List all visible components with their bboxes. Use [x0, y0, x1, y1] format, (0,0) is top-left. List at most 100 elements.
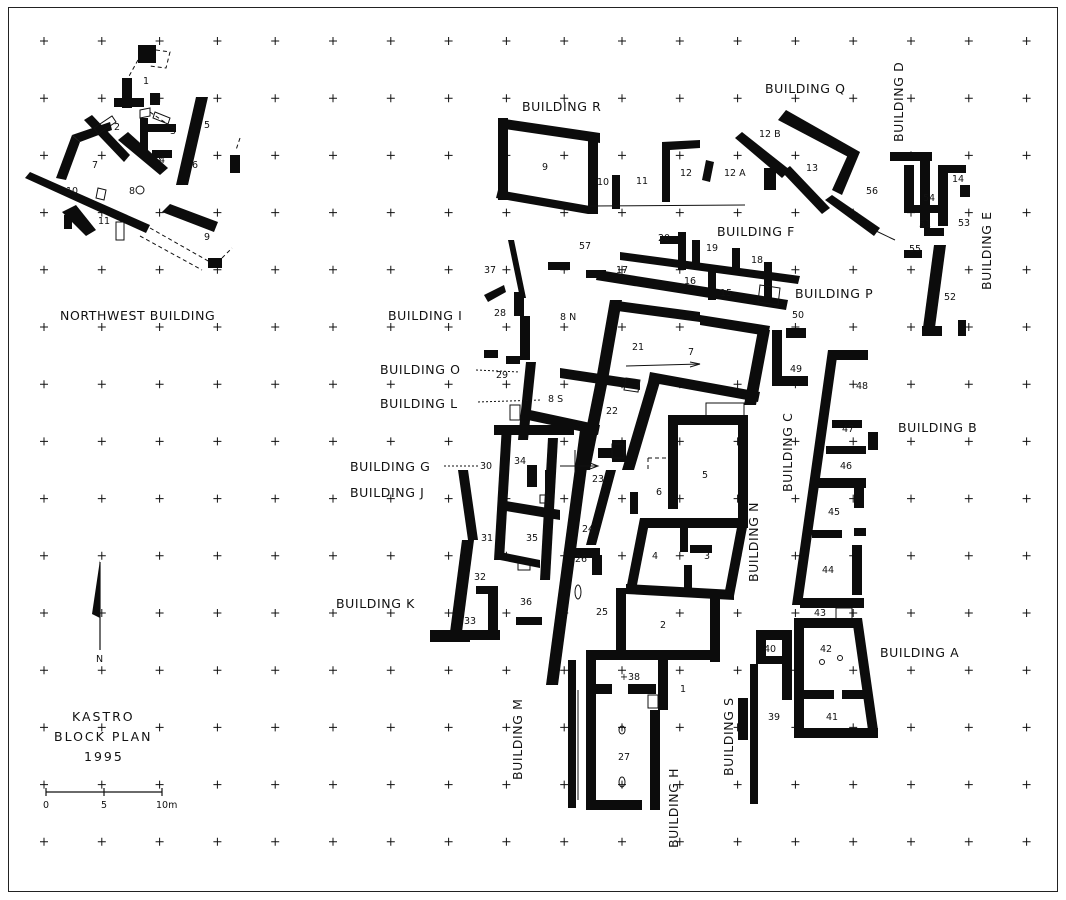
- grid-cross: [618, 323, 626, 331]
- grid-cross: [271, 437, 280, 446]
- grid-cross: [733, 609, 742, 617]
- grid-cross: [675, 208, 684, 217]
- grid-cross: [386, 666, 395, 675]
- grid-cross: [675, 551, 684, 560]
- grid-cross: [40, 837, 48, 846]
- grid-cross: [271, 609, 280, 617]
- grid-cross: [329, 437, 337, 446]
- room-39: 39: [768, 712, 780, 723]
- grid-cross: [560, 380, 569, 389]
- grid-cross: [964, 551, 973, 560]
- grid-cross: [271, 494, 280, 503]
- grid-cross: [213, 323, 222, 331]
- grid-cross: [791, 494, 800, 503]
- grid-cross: [907, 380, 915, 389]
- grid-cross: [849, 37, 858, 45]
- grid-cross: [502, 323, 511, 331]
- grid-cross: [444, 37, 453, 45]
- grid-cross: [675, 666, 684, 675]
- room-5: 5: [702, 470, 708, 481]
- grid-cross: [444, 437, 453, 446]
- grid-cross: [155, 37, 164, 45]
- grid-cross: [618, 551, 626, 560]
- grid-cross: [386, 837, 395, 846]
- grid-cross: [560, 723, 569, 732]
- room-24: 24: [582, 524, 594, 535]
- grid-cross: [791, 780, 800, 789]
- grid-cross: [964, 780, 973, 789]
- room-51: 51: [919, 219, 931, 230]
- grid-cross: [849, 666, 858, 675]
- room-23: 23: [592, 474, 604, 485]
- label-building-a: BUILDING A: [880, 645, 959, 660]
- grid-cross: [1022, 666, 1031, 675]
- scale-bar: 0 5 10m: [43, 788, 177, 811]
- grid-cross: [97, 37, 106, 45]
- room-8s: 8 S: [548, 394, 563, 405]
- room-20: 20: [658, 233, 670, 244]
- grid-cross: [213, 723, 222, 732]
- room-40: 40: [764, 644, 776, 655]
- scale-tick-10m: 10m: [156, 800, 177, 811]
- grid-cross: [502, 723, 511, 732]
- grid-cross: [155, 723, 164, 732]
- grid-cross: [733, 780, 742, 789]
- grid-cross: [386, 208, 395, 217]
- grid-cross: [907, 609, 915, 617]
- room-49: 49: [790, 364, 802, 375]
- grid-cross: [791, 837, 800, 846]
- grid-cross: [1022, 208, 1031, 217]
- grid-cross: [155, 265, 164, 274]
- grid-cross: [907, 265, 915, 274]
- room-15: 15: [720, 288, 732, 299]
- grid-cross: [675, 151, 684, 160]
- grid-cross: [964, 151, 973, 160]
- grid-cross: [964, 37, 973, 45]
- grid-cross: [444, 265, 453, 274]
- grid-cross: [675, 94, 684, 103]
- room-numbers: 1 2 3 4 5 6 7 8 9 10 11 9 10 11 12 12 A …: [66, 76, 970, 763]
- grid-cross: [675, 323, 684, 331]
- label-building-e: BUILDING E: [979, 211, 994, 290]
- grid-cross: [1022, 437, 1031, 446]
- grid-cross: [502, 37, 511, 45]
- grid-cross: [40, 323, 48, 331]
- grid-cross: [444, 837, 453, 846]
- grid-cross: [964, 94, 973, 103]
- grid-cross: [560, 780, 569, 789]
- room-52: 52: [944, 292, 956, 303]
- room-12b: 12 B: [759, 129, 781, 140]
- grid-cross: [40, 94, 48, 103]
- grid-cross: [386, 37, 395, 45]
- grid-cross: [1022, 323, 1031, 331]
- room-12: 12: [680, 168, 692, 179]
- grid-cross: [329, 94, 337, 103]
- label-building-f: BUILDING F: [717, 224, 795, 239]
- grid-cross: [560, 494, 569, 503]
- grid-cross: [40, 666, 48, 675]
- grid-cross: [560, 151, 569, 160]
- room-28: 28: [494, 308, 506, 319]
- label-building-o: BUILDING O: [380, 362, 461, 377]
- grid-cross: [791, 437, 800, 446]
- label-building-m: BUILDING M: [510, 699, 525, 780]
- grid-cross: [155, 666, 164, 675]
- room-nw-7: 7: [92, 160, 98, 171]
- grid-cross: [1022, 723, 1031, 732]
- grid-cross: [329, 37, 337, 45]
- grid-cross: [329, 551, 337, 560]
- grid-cross: [213, 837, 222, 846]
- grid-cross: [1022, 151, 1031, 160]
- room-25: 25: [596, 607, 608, 618]
- grid-cross: [271, 551, 280, 560]
- grid-cross: [560, 208, 569, 217]
- grid-cross: [40, 723, 48, 732]
- room-33: 33: [464, 616, 476, 627]
- room-18: 18: [751, 255, 763, 266]
- room-3: 3: [704, 551, 710, 562]
- room-1: 1: [680, 684, 686, 695]
- grid-cross: [386, 551, 395, 560]
- grid-cross: [97, 494, 106, 503]
- grid-cross: [213, 494, 222, 503]
- grid-cross: [618, 666, 626, 675]
